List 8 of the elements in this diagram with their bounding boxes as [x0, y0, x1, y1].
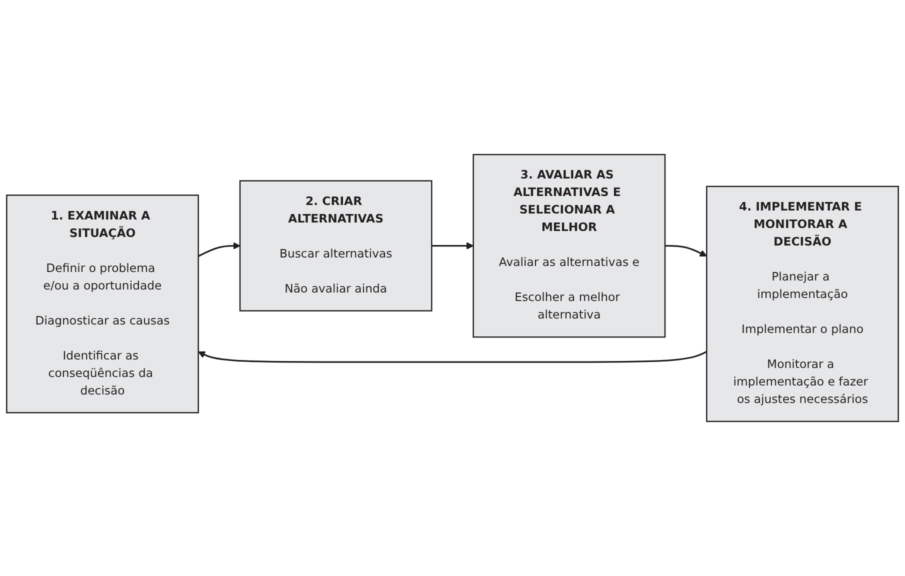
node-box: 1. EXAMINAR A SITUAÇÃO Definir o problema e/ou a oportunidade Diagnosticar as causas Identificar as conseqüências da decisão	[6, 194, 199, 414]
arrow	[198, 242, 240, 257]
node-box: 3. AVALIAR AS ALTERNATIVAS E SELECIONAR A MELHOR Avaliar as alternativas e Escolher a melhor alternativa	[472, 154, 666, 338]
arrow	[198, 350, 708, 363]
arrow	[432, 242, 474, 250]
node-box: 4. IMPLEMENTAR E MONITORAR A DECISÃO Planejar a implementação Implementar o plano Monitorar a implementação e fazer os ajustes necessários	[706, 186, 899, 422]
arrow	[665, 244, 707, 257]
node-box: 2. CRIAR ALTERNATIVAS Buscar alternativas Não avaliar ainda	[239, 180, 432, 312]
